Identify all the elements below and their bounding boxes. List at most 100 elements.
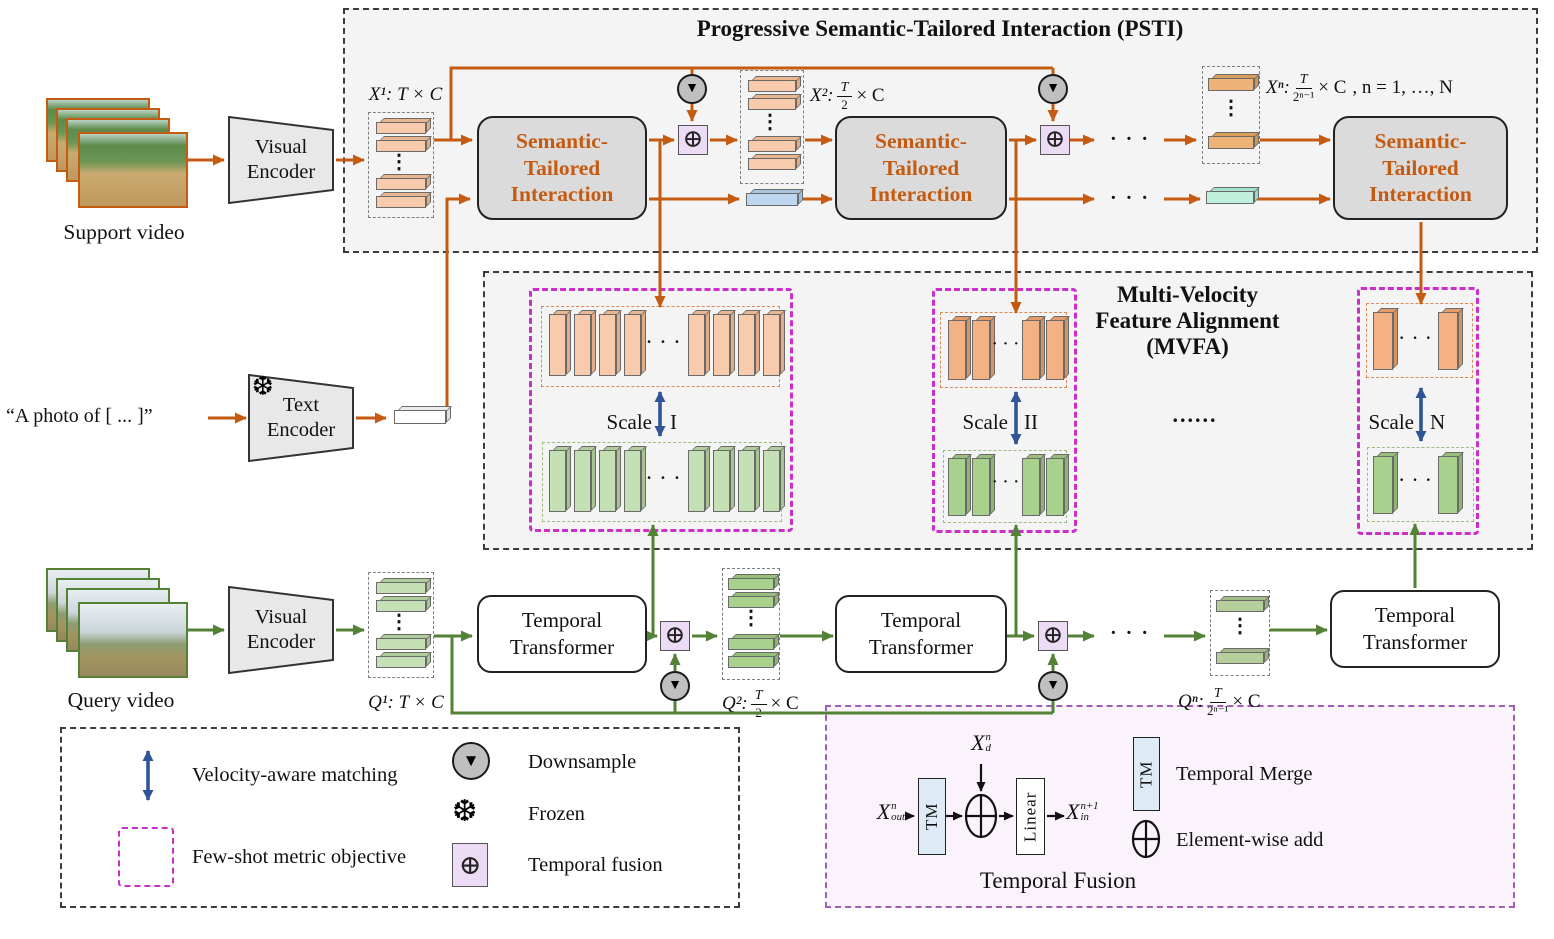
support-feature-bar	[599, 314, 616, 376]
feature-slab	[1216, 600, 1264, 612]
text-prompt: “A photo of [ ... ]”	[6, 405, 153, 427]
temporal-fusion-legend-icon: ⊕	[452, 843, 488, 887]
downsample-icon: ▼	[677, 74, 707, 104]
trapezoid-shape	[228, 115, 334, 205]
bars-ellipsis: · · ·	[992, 474, 1020, 490]
mvfa-ellipsis: ......	[1172, 402, 1218, 427]
downsample-icon: ▼	[1038, 671, 1068, 701]
scale-2-metric-box	[932, 288, 1077, 533]
support-feature-bar	[624, 314, 641, 376]
rail-ellipsis: · · ·	[1109, 128, 1150, 150]
support-feature-bar	[738, 314, 755, 376]
scale-1-num: I	[670, 410, 677, 434]
query-feature-bar	[972, 458, 990, 516]
support-feature-bar	[574, 314, 591, 376]
trapezoid-shape	[228, 585, 334, 675]
visual-encoder-label: Visual Encoder	[246, 606, 316, 653]
frozen-legend-icon: ❆	[452, 794, 478, 829]
feature-slab	[748, 158, 796, 170]
support-feature-bar	[1046, 320, 1064, 380]
stack-ellipsis: ⋮	[741, 607, 761, 629]
support-feature-bar	[688, 314, 705, 376]
text-encoder: Text Encoder	[248, 373, 354, 463]
temporal-fusion-title: Temporal Fusion	[979, 868, 1137, 893]
stack-ellipsis: ⋮	[389, 151, 409, 173]
visual-encoder-label: Visual Encoder	[246, 136, 316, 183]
rail-ellipsis: · · ·	[1109, 187, 1150, 209]
temporal-fusion-icon: ⊕	[1038, 621, 1068, 651]
temporal-fusion-icon: ⊕	[678, 125, 708, 155]
downsample-icon: ▼	[1038, 74, 1068, 104]
feature-slab	[1216, 652, 1264, 664]
feature-slab	[376, 140, 426, 152]
temporal-fusion-icon: ⊕	[1040, 125, 1070, 155]
feature-slab	[728, 656, 774, 668]
query-video-label: Query video	[67, 688, 175, 712]
query-feature-bar	[688, 450, 705, 512]
x1-label: X¹: T × C	[368, 84, 443, 105]
support-feature-bar	[1022, 320, 1040, 380]
scale-2-word: Scale	[962, 410, 1008, 434]
query-feature-bar	[763, 450, 780, 512]
linear-box: Linear	[1016, 778, 1045, 855]
temporal-merge-label: Temporal Merge	[1176, 763, 1313, 785]
scale-n-query-featbox	[1367, 447, 1474, 522]
query-feature-bar	[1022, 458, 1040, 516]
scale-n-num: N	[1430, 410, 1446, 434]
stack-ellipsis: ⋮	[1221, 97, 1241, 119]
element-wise-add-label: Element-wise add	[1176, 829, 1324, 851]
q1-label: Q¹: T × C	[368, 692, 444, 713]
support-feature-bar	[763, 314, 780, 376]
frozen-icon: ❆	[252, 372, 274, 402]
feature-slab	[376, 600, 426, 612]
bars-ellipsis: · · ·	[646, 468, 682, 487]
support-feature-bar	[948, 320, 966, 380]
downsample-legend-icon: ▼	[452, 742, 490, 780]
downsample-icon: ▼	[660, 671, 690, 701]
query-feature-bar	[738, 450, 755, 512]
query-feature-bar	[713, 450, 730, 512]
visual-encoder-query: Visual Encoder	[228, 585, 334, 675]
psti-title: Progressive Semantic-Tailored Interactio…	[696, 16, 1184, 41]
support-feature-bar	[972, 320, 990, 380]
stack-ellipsis: ⋮	[1230, 615, 1250, 637]
text-encoder-label: Text Encoder	[266, 394, 336, 441]
element-wise-add-legend-icon	[1131, 819, 1161, 859]
stack-ellipsis: ⋮	[389, 611, 409, 633]
legend-frozen-label: Frozen	[528, 803, 585, 825]
support-feature-bar	[1373, 312, 1393, 370]
feature-slab	[1208, 136, 1254, 149]
mvfa-title: Multi-Velocity Feature Alignment (MVFA)	[1095, 282, 1280, 359]
temporal-fusion-icon: ⊕	[660, 621, 690, 651]
trapezoid-shape	[248, 373, 354, 463]
support-video-thumbnails	[46, 98, 196, 218]
query-feature-bar	[1373, 456, 1393, 514]
rail-ellipsis: · · ·	[1109, 622, 1150, 644]
query-feature-bar	[574, 450, 591, 512]
feature-slab	[748, 98, 796, 110]
legend-fusion-label: Temporal fusion	[528, 854, 663, 876]
query-feature-bar	[1438, 456, 1458, 514]
scale-n-word: Scale	[1368, 410, 1414, 434]
support-feature-bar	[713, 314, 730, 376]
text-feature-slab	[1206, 191, 1254, 204]
legend-fewshot-label: Few-shot metric objective	[192, 846, 407, 868]
scale-1-word: Scale	[606, 410, 652, 434]
visual-encoder-support: Visual Encoder	[228, 115, 334, 205]
query-feature-bar	[1046, 458, 1064, 516]
